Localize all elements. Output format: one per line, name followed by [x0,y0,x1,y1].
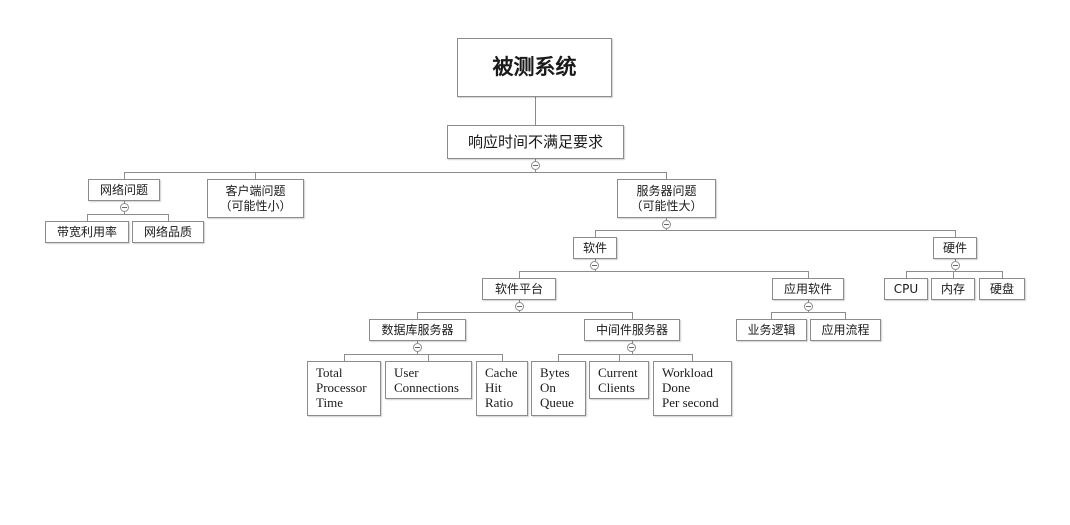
node-bytes-on-queue[interactable]: Bytes On Queue [531,361,586,416]
node-application-software[interactable]: 应用软件 [772,278,844,300]
node-disk[interactable]: 硬盘 [979,278,1025,300]
node-software[interactable]: 软件 [573,237,617,259]
node-network-quality[interactable]: 网络品质 [132,221,204,243]
collapse-database-icon[interactable] [413,343,422,352]
node-cache-hit-ratio[interactable]: Cache Hit Ratio [476,361,528,416]
node-response-time[interactable]: 响应时间不满足要求 [447,125,624,159]
node-memory[interactable]: 内存 [931,278,975,300]
node-total-processor-time[interactable]: Total Processor Time [307,361,381,416]
node-database-server[interactable]: 数据库服务器 [369,319,466,341]
collapse-platform-icon[interactable] [515,302,524,311]
collapse-server-icon[interactable] [662,220,671,229]
collapse-app-software-icon[interactable] [804,302,813,311]
node-system-under-test[interactable]: 被测系统 [457,38,612,97]
node-server-issue[interactable]: 服务器问题 （可能性大） [617,179,716,218]
collapse-network-icon[interactable] [120,203,129,212]
node-client-issue[interactable]: 客户端问题 （可能性小） [207,179,304,218]
node-workload-done[interactable]: Workload Done Per second [653,361,732,416]
node-user-connections[interactable]: User Connections [385,361,472,399]
node-business-logic[interactable]: 业务逻辑 [736,319,807,341]
node-current-clients[interactable]: Current Clients [589,361,649,399]
collapse-software-icon[interactable] [590,261,599,270]
collapse-response-icon[interactable] [531,161,540,170]
node-application-flow[interactable]: 应用流程 [810,319,881,341]
node-middleware-server[interactable]: 中间件服务器 [584,319,680,341]
node-cpu[interactable]: CPU [884,278,928,300]
node-software-platform[interactable]: 软件平台 [482,278,556,300]
collapse-hardware-icon[interactable] [951,261,960,270]
node-hardware[interactable]: 硬件 [933,237,977,259]
collapse-middleware-icon[interactable] [627,343,636,352]
node-bandwidth[interactable]: 带宽利用率 [45,221,129,243]
node-network-issue[interactable]: 网络问题 [88,179,160,201]
